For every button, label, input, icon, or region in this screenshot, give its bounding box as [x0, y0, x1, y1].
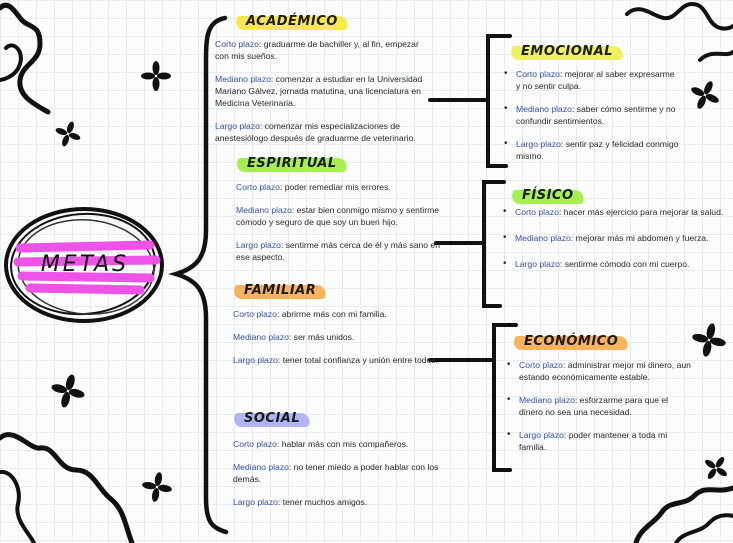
squiggle-top-left: [0, 2, 51, 115]
flower-2: [55, 121, 81, 147]
squiggle-top-left-2: [0, 43, 23, 82]
emocional-corto: Corto plazo: mejorar al saber expresarme…: [502, 68, 680, 92]
term-label: Mediano plazo: [519, 395, 575, 405]
heading-familiar-text: FAMILIAR: [244, 283, 317, 298]
familiar-corto: Corto plazo: abrirme más con mi familia.: [233, 309, 387, 319]
heading-academico-text: ACADÉMICO: [246, 14, 338, 29]
heading-familiar: FAMILIAR: [234, 282, 326, 300]
block-social: Corto plazo: hablar más con mis compañer…: [233, 438, 445, 508]
flower-3: [51, 374, 85, 408]
term-label: Corto plazo: [236, 182, 280, 192]
term-label: Mediano plazo: [515, 233, 571, 243]
emocional-largo: Largo plazo: sentir paz y felicidad conm…: [502, 138, 680, 162]
familiar-mediano: Mediano plazo: ser más unidos.: [233, 332, 355, 342]
academico-corto: Corto plazo: graduarme de bachiller y, a…: [215, 39, 419, 61]
term-label: Mediano plazo: [233, 462, 289, 472]
metas-circle-outer: [4, 207, 164, 323]
term-label: Mediano plazo: [215, 74, 271, 84]
heading-social: SOCIAL: [234, 410, 310, 428]
term-label: Largo plazo: [233, 355, 278, 365]
term-label: Largo plazo: [519, 430, 564, 440]
heading-social-text: SOCIAL: [244, 411, 301, 426]
term-label: Corto plazo: [233, 439, 277, 449]
heading-fisico-text: FÍSICO: [522, 188, 574, 203]
term-label: Largo plazo: [236, 240, 281, 250]
heading-emocional-text: EMOCIONAL: [521, 44, 614, 59]
fisico-corto: Corto plazo: hacer más ejercicio para me…: [501, 206, 725, 218]
bracket-economico: [492, 323, 518, 472]
economico-largo: Largo plazo: poder mantener a toda mi fa…: [505, 429, 691, 453]
social-corto: Corto plazo: hablar más con mis compañer…: [233, 439, 409, 449]
left-brace: [168, 15, 229, 535]
metas-highlight: [13, 240, 161, 295]
heading-economico-text: ECONÓMICO: [524, 334, 619, 349]
block-emocional: Corto plazo: mejorar al saber expresarme…: [502, 68, 680, 162]
academico-mediano: Mediano plazo: comenzar a estudiar en la…: [215, 74, 423, 108]
term-label: Corto plazo: [215, 39, 259, 49]
flower-6: [692, 323, 726, 357]
squiggle-bottom-left: [0, 432, 135, 543]
term-label: Mediano plazo: [236, 205, 292, 215]
bracket-fisico: [482, 180, 506, 308]
metas-node: METAS: [10, 210, 160, 330]
heading-fisico: FÍSICO: [512, 187, 584, 205]
economico-corto: Corto plazo: administrar mejor mi dinero…: [505, 359, 691, 383]
espiritual-corto: Corto plazo: poder remediar mis errores.: [236, 182, 391, 192]
economico-mediano: Mediano plazo: esforzarme para que el di…: [505, 394, 691, 418]
block-espiritual: Corto plazo: poder remediar mis errores.…: [236, 181, 444, 263]
heading-economico: ECONÓMICO: [514, 333, 628, 351]
term-label: Largo plazo: [515, 259, 560, 269]
espiritual-largo: Largo plazo: sentirme más cerca de él y …: [236, 240, 440, 262]
block-academico: Corto plazo: graduarme de bachiller y, a…: [215, 38, 427, 144]
flower-1: [141, 61, 171, 91]
emocional-mediano: Mediano plazo: saber cómo sentirme y no …: [502, 103, 680, 127]
metas-title: METAS: [40, 252, 130, 277]
term-label: Largo plazo: [233, 497, 278, 507]
fisico-largo: Largo plazo: sentirme cómodo con mi cuer…: [501, 258, 725, 270]
squiggle-bottom-left-2: [0, 469, 36, 543]
espiritual-mediano: Mediano plazo: estar bien conmigo mismo …: [236, 205, 440, 227]
flower-5: [691, 81, 719, 109]
term-label: Corto plazo: [515, 207, 559, 217]
heading-espiritual: ESPIRITUAL: [237, 155, 347, 173]
squiggle-bottom-right-2: [674, 513, 733, 543]
fisico-mediano: Mediano plazo: mejorar más mi abdomen y …: [501, 232, 725, 244]
heading-emocional: EMOCIONAL: [511, 43, 623, 61]
social-mediano: Mediano plazo: no tener miedo a poder ha…: [233, 462, 439, 484]
term-label: Largo plazo: [516, 139, 561, 149]
block-fisico: Corto plazo: hacer más ejercicio para me…: [501, 206, 725, 270]
term-label: Corto plazo: [519, 360, 563, 370]
squiggle-top-right: [625, 1, 733, 31]
term-label: Largo plazo: [215, 121, 260, 131]
term-label: Corto plazo: [516, 69, 560, 79]
term-label: Mediano plazo: [516, 104, 572, 114]
squiggle-bottom-right: [633, 485, 733, 543]
block-economico: Corto plazo: administrar mejor mi dinero…: [505, 359, 691, 453]
academico-largo: Largo plazo: comenzar mis especializacio…: [215, 121, 416, 143]
term-label: Mediano plazo: [233, 332, 289, 342]
connector-line: [428, 98, 496, 362]
social-largo: Largo plazo: tener muchos amigos.: [233, 497, 368, 507]
term-label: Corto plazo: [233, 309, 277, 319]
bracket-emocional: [486, 34, 512, 168]
heading-espiritual-text: ESPIRITUAL: [247, 156, 337, 171]
flower-4: [142, 472, 172, 502]
squiggle-top-right-2: [698, 50, 733, 62]
heading-academico: ACADÉMICO: [236, 13, 348, 31]
flower-7: [705, 457, 727, 479]
familiar-largo: Largo plazo: tener total confianza y uni…: [233, 355, 438, 365]
block-familiar: Corto plazo: abrirme más con mi familia.…: [233, 308, 443, 366]
